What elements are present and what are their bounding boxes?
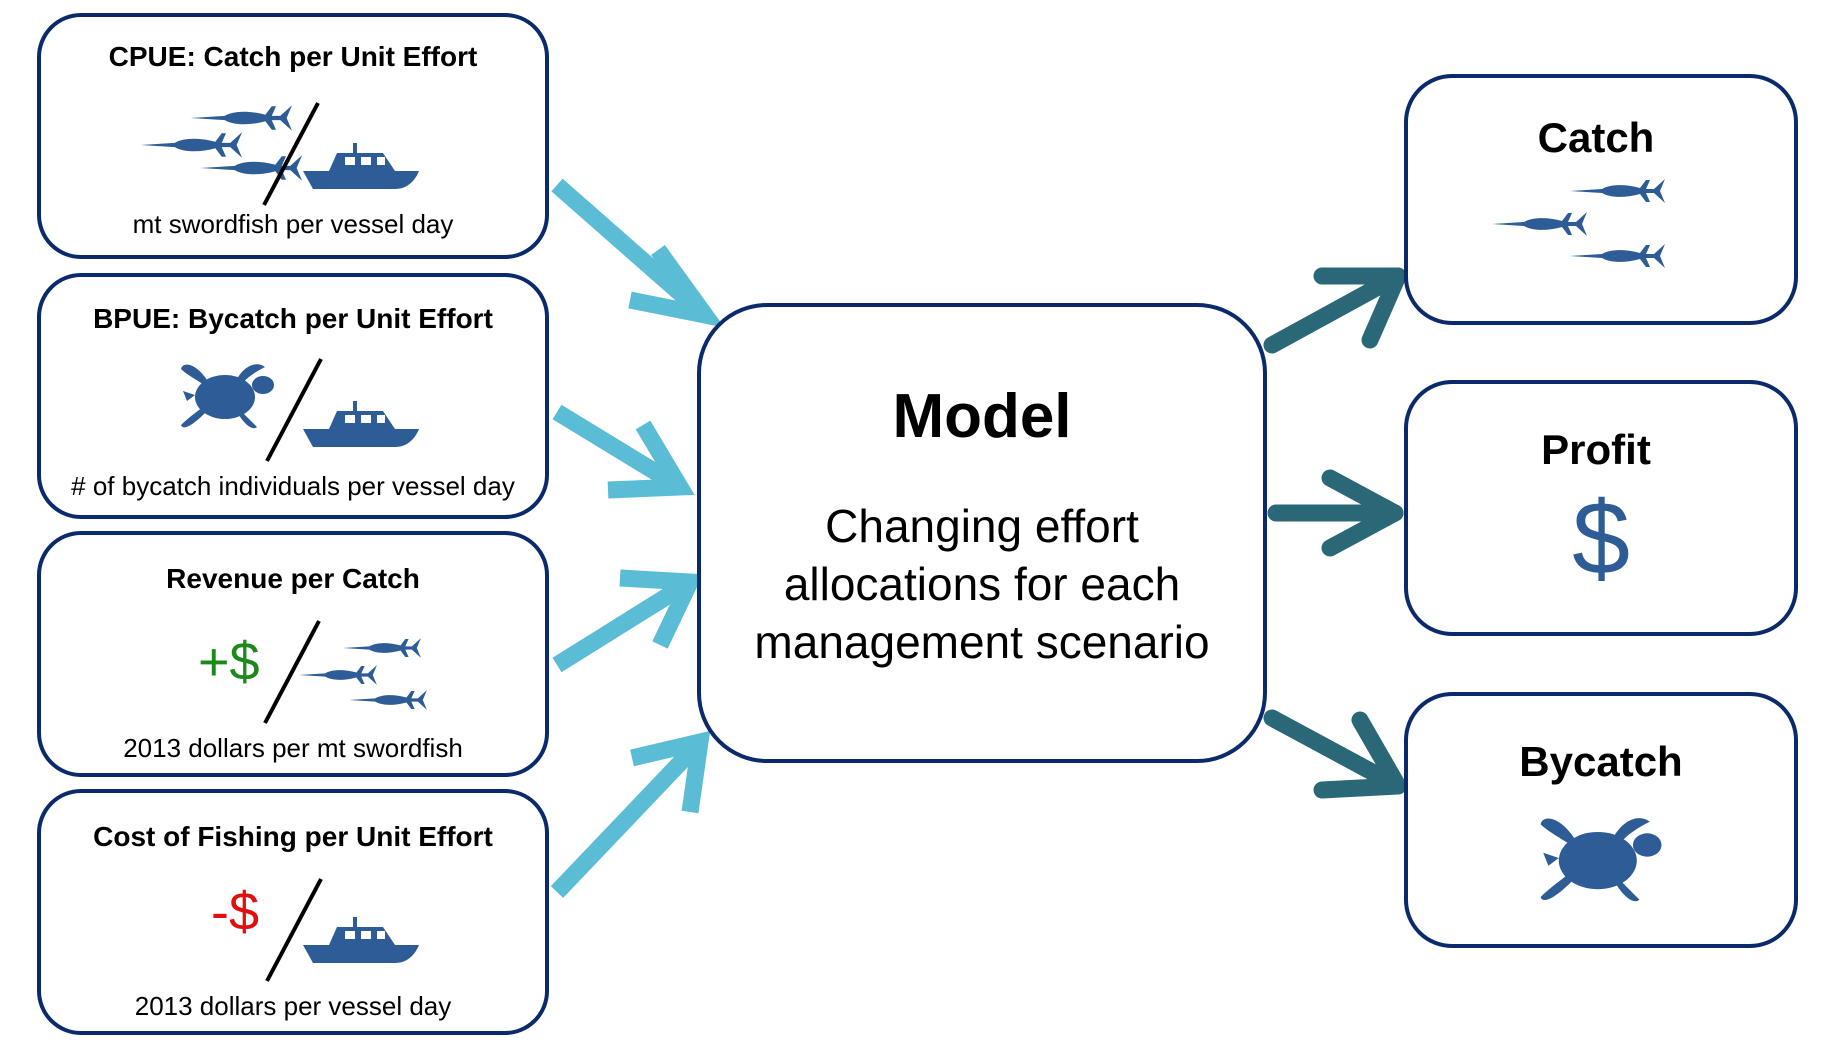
bycatch-title: Bycatch [1519,738,1683,785]
bpue-subtitle: # of bycatch individuals per vessel day [71,471,515,501]
swordfish-icon [1570,173,1670,209]
slash-divider [265,878,323,982]
turtle-icon [1538,806,1668,910]
input-arrow-3 [552,569,704,673]
output-box-catch: Catch [1404,74,1798,325]
revenue-subtitle: 2013 dollars per mt swordfish [123,733,463,763]
input-box-cpue: CPUE: Catch per Unit Effort mt swordfish… [37,13,549,259]
boat-icon [303,915,423,965]
profit-title: Profit [1541,426,1651,473]
swordfish-icon [1570,238,1670,274]
output-box-bycatch: Bycatch [1404,692,1798,948]
revenue-title: Revenue per Catch [166,563,420,594]
input-box-bpue: BPUE: Bycatch per Unit Effort # of bycat… [37,273,549,519]
output-arrow-catch [1263,267,1407,354]
output-box-profit: Profit $ [1404,380,1798,636]
slash-divider [265,358,323,462]
swordfish-icon [343,635,425,661]
boat-icon [303,399,423,449]
input-box-cost: Cost of Fishing per Unit Effort -$ 2013 … [37,789,549,1035]
minus-dollar-icon: -$ [211,882,260,942]
slash-divider [263,620,321,724]
input-arrow-4 [550,730,711,898]
swordfish-icon [299,662,381,688]
model-title: Model [892,382,1072,451]
model-description-line: management scenario [754,616,1210,668]
slash-divider [262,102,320,206]
plus-dollar-icon: +$ [198,632,260,692]
catch-title: Catch [1537,114,1655,161]
model-description-line: Changing effort [825,500,1139,552]
input-arrow-2 [552,404,695,499]
input-box-revenue: Revenue per Catch +$ 2013 dollars per mt… [37,531,549,777]
input-arrow-1 [551,178,725,328]
output-arrow-bycatch [1263,709,1407,799]
bpue-title: BPUE: Bycatch per Unit Effort [93,303,493,334]
output-arrows [1263,267,1407,799]
model-description: Changing effort allocations for each man… [721,497,1243,671]
output-arrow-profit [1267,469,1404,557]
cpue-subtitle: mt swordfish per vessel day [132,209,454,239]
dollar-icon: $ [1572,481,1630,597]
cost-subtitle: 2013 dollars per vessel day [134,991,452,1021]
model-box: Model Changing effort allocations for ea… [697,303,1267,763]
boat-icon [303,141,423,191]
cost-title: Cost of Fishing per Unit Effort [93,821,493,852]
swordfish-icon [1492,206,1592,242]
input-arrows [550,178,725,898]
model-description-line: allocations for each [783,558,1181,610]
cpue-title: CPUE: Catch per Unit Effort [108,41,478,72]
swordfish-icon [349,687,431,713]
